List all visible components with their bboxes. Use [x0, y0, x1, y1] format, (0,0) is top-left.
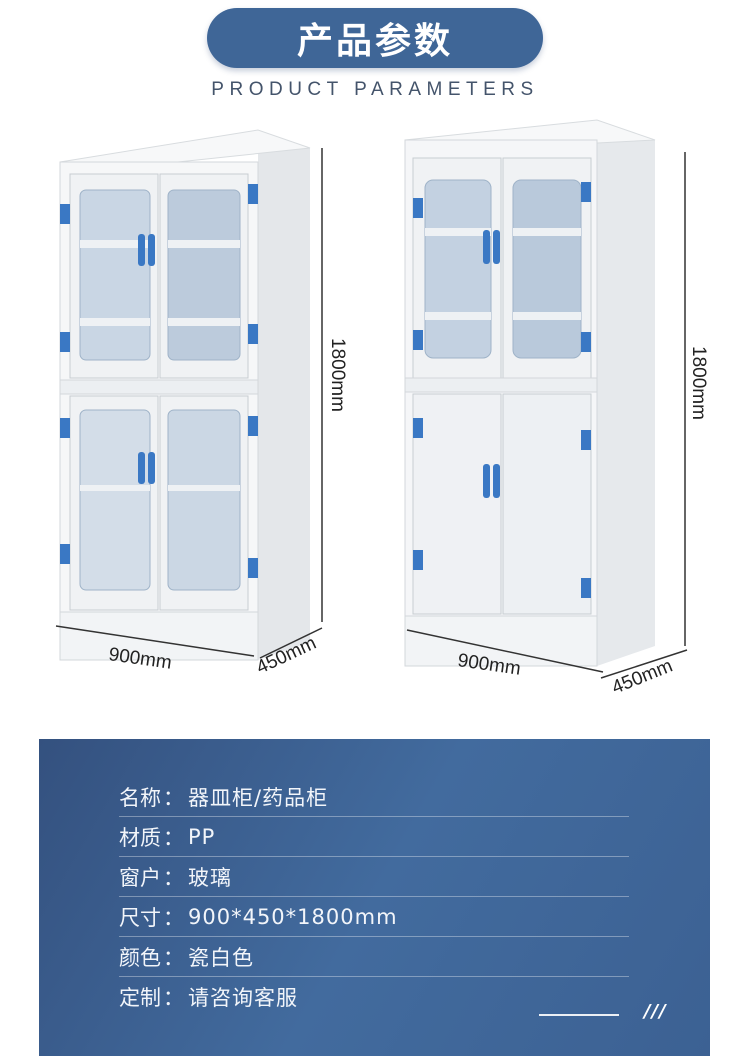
param-separator: ：	[163, 785, 184, 810]
param-separator: ：	[163, 905, 184, 930]
param-label: 定制	[119, 986, 161, 1010]
param-value: 玻璃	[188, 865, 232, 890]
param-label: 颜色	[119, 945, 161, 970]
param-label: 材质	[119, 825, 161, 850]
parameter-list: 名称：器皿柜/药品柜 材质：PP 窗户：玻璃 尺寸：900*450*1800mm…	[119, 777, 629, 1017]
product-image-glass-cabinet: 1800mm 900mm 450mm	[40, 100, 360, 730]
title-banner: 产品参数	[207, 8, 543, 68]
param-label: 尺寸	[119, 905, 161, 930]
param-value: 900*450*1800mm	[188, 904, 398, 929]
product-image-solid-cabinet: 1800mm 900mm 450mm	[395, 100, 725, 730]
depth-label: 450mm	[609, 655, 676, 698]
param-row-custom: 定制：请咨询客服	[119, 977, 629, 1017]
param-label: 窗户	[119, 865, 161, 890]
param-value: PP	[188, 824, 216, 849]
param-separator: ：	[163, 986, 184, 1010]
param-value: 请咨询客服	[188, 986, 298, 1010]
parameter-panel: 名称：器皿柜/药品柜 材质：PP 窗户：玻璃 尺寸：900*450*1800mm…	[39, 739, 710, 1056]
page-subtitle: PRODUCT PARAMETERS	[211, 79, 539, 100]
param-row-size: 尺寸：900*450*1800mm	[119, 897, 629, 937]
param-separator: ：	[163, 945, 184, 970]
decorative-line	[539, 1014, 619, 1016]
param-row-color: 颜色：瓷白色	[119, 937, 629, 977]
decorative-slashes: ///	[644, 1001, 667, 1022]
param-value: 器皿柜/药品柜	[188, 785, 329, 810]
height-label: 1800mm	[688, 346, 709, 420]
height-label: 1800mm	[327, 338, 348, 412]
param-value: 瓷白色	[188, 945, 254, 970]
page-title: 产品参数	[296, 21, 453, 62]
param-row-name: 名称：器皿柜/药品柜	[119, 777, 629, 817]
param-row-material: 材质：PP	[119, 817, 629, 857]
param-row-window: 窗户：玻璃	[119, 857, 629, 897]
param-separator: ：	[163, 825, 184, 850]
param-separator: ：	[163, 865, 184, 890]
param-label: 名称	[119, 785, 161, 810]
